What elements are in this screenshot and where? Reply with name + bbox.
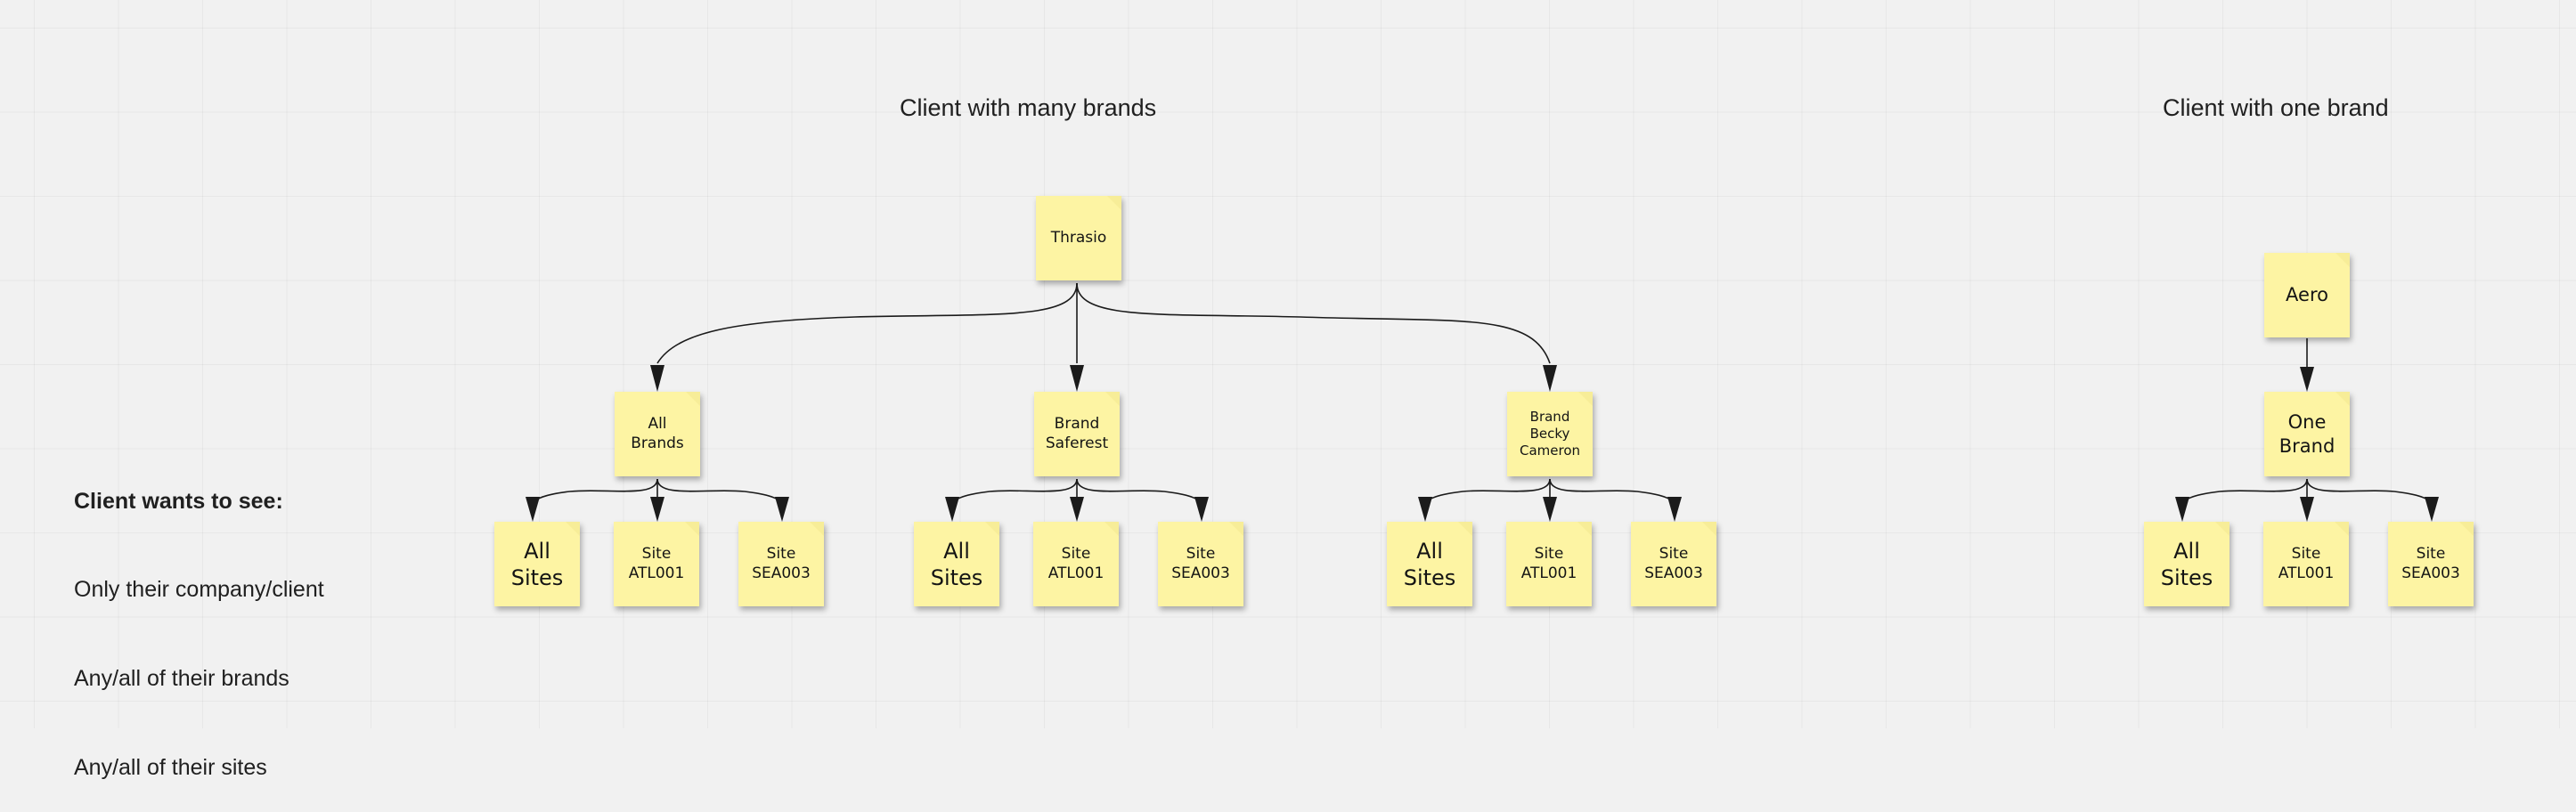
heading-client-with-one-brand: Client with one brand [2163, 94, 2389, 121]
note-site-atl001-becky[interactable]: Site ATL001 [1506, 522, 1592, 606]
note-thrasio[interactable]: Thrasio [1036, 196, 1121, 280]
board-canvas[interactable] [0, 0, 2576, 728]
note-one-brand[interactable]: One Brand [2264, 392, 2350, 476]
note-all-brands[interactable]: All Brands [615, 392, 700, 476]
memo-client-wants-to-see: Client wants to see: Only their company/… [74, 427, 324, 812]
note-site-sea003-saferest[interactable]: Site SEA003 [1158, 522, 1243, 606]
note-site-atl001-aero[interactable]: Site ATL001 [2263, 522, 2349, 606]
note-all-sites-brands[interactable]: All Sites [494, 522, 580, 606]
note-site-sea003-brands[interactable]: Site SEA003 [738, 522, 824, 606]
note-aero[interactable]: Aero [2264, 253, 2350, 337]
memo-line-2: Any/all of their brands [74, 666, 289, 691]
memo-title: Client wants to see: [74, 488, 283, 514]
note-all-sites-saferest[interactable]: All Sites [914, 522, 999, 606]
note-site-atl001-saferest[interactable]: Site ATL001 [1033, 522, 1119, 606]
note-all-sites-aero[interactable]: All Sites [2144, 522, 2230, 606]
note-site-sea003-aero[interactable]: Site SEA003 [2388, 522, 2474, 606]
note-site-sea003-becky[interactable]: Site SEA003 [1631, 522, 1716, 606]
note-all-sites-becky[interactable]: All Sites [1387, 522, 1472, 606]
memo-line-3: Any/all of their sites [74, 754, 267, 780]
memo-line-1: Only their company/client [74, 577, 324, 603]
note-brand-saferest[interactable]: Brand Saferest [1034, 392, 1120, 476]
note-site-atl001-brands[interactable]: Site ATL001 [614, 522, 699, 606]
heading-client-with-many-brands: Client with many brands [900, 94, 1157, 121]
note-brand-becky-cameron[interactable]: Brand Becky Cameron [1507, 392, 1593, 476]
